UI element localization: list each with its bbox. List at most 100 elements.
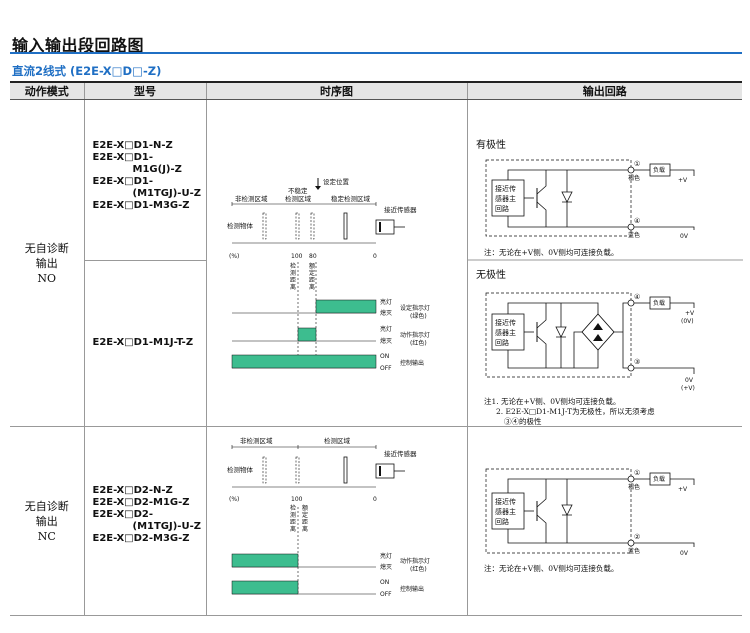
control-output-label: 控制输出 [400,585,424,593]
blue-label: 蓝色 [628,231,640,239]
output-off-label: OFF [380,591,392,598]
title-rule [10,52,742,54]
mode-line: NO [37,272,57,285]
model-line: E2E-X□D1-M3G-Z [92,200,190,211]
mode-line: 输出 [35,515,58,528]
nonpolar-circuit-box [485,292,631,378]
set-indicator-color: (绿色) [410,312,427,320]
page-title: 输入输出段回路图 [12,36,145,55]
action-indicator-color: (红色) [410,339,427,347]
detect-zone-label: 检测区域 [324,436,351,445]
model-line: E2E-X□D2-N-Z [92,485,173,496]
nonpolar-note-3: ③④的极性 [504,416,542,426]
light-off-label: 熄灭 [380,563,392,571]
sensor-text: 接近传 [495,184,516,193]
model-line: E2E-X□D1- [92,152,154,163]
nonpolar-title: 无极性 [476,268,506,281]
detect-distance-vertical: 检测距离 [290,262,296,291]
target-label: 检测物体 [227,465,254,474]
action-indicator-signal [297,327,316,342]
header-timing: 时序图 [205,81,467,100]
model-line: E2E-X□D1- [92,176,154,187]
sensor-text: 回路 [495,204,509,213]
polar-note: 注：无论在+V侧、0V侧均可连接负载。 [484,247,618,257]
table-row: 无自诊断 输出 NO E2E-X□D1-N-Z E2E-X□D1- M1G(J)… [10,99,743,427]
target-position [262,212,266,240]
sensor-label: 接近传感器 [384,205,417,214]
pin-label: ③ [634,358,640,366]
header-model: 型号 [83,81,206,100]
light-on-label: 亮灯 [380,325,392,333]
model-line: E2E-X□D2-M3G-Z [92,533,190,544]
tick-label: 0 [373,253,377,260]
mode-line: 输出 [35,257,58,270]
tick-label: 100 [291,253,303,260]
nonpolar-note-1: 注1. 无论在+V侧、0V侧均可连接负载。 [484,396,620,406]
target-position [310,212,314,240]
header-mode: 动作模式 [10,81,84,100]
load-label: 负载 [653,299,665,307]
zener-diode-symbol [560,170,573,227]
tick-label: 100 [291,496,303,503]
pin-label: ① [634,469,640,477]
plus-v-label: +V [678,177,688,184]
control-output-signal [231,580,298,595]
bottom-v-label: 0V [685,377,694,384]
sensor-icon [375,219,394,235]
circuit-cell-no: 有极性 接近传 感器主 回路 ① ④ 褐色 [466,99,743,427]
rated-distance-vertical: 额定距离 [309,262,315,291]
action-indicator-color: (红色) [410,565,427,573]
polar-title: 有极性 [476,138,506,151]
sensor-text: 感器主 [495,328,516,337]
model-cell: E2E-X□D1-N-Z E2E-X□D1- M1G(J)-Z E2E-X□D1… [83,99,206,427]
load-label: 负载 [653,166,665,174]
header-circuit: 输出回路 [466,81,742,100]
target-position [295,456,299,484]
sensor-label: 接近传感器 [384,449,417,458]
detect-distance-vertical: 检测距离 [290,504,296,533]
rated-distance-vertical: 额定距离 [302,504,308,533]
pin-label: ② [634,533,640,541]
plus-v-label: +V [678,486,688,493]
brown-label: 褐色 [628,483,640,491]
sensor-text: 回路 [495,338,509,347]
transistor-symbol [536,479,546,543]
action-indicator-label: 动作指示灯 [400,557,430,565]
top-v-label: +V [685,310,695,317]
circuit-cell-nc: 接近传 感器主 回路 ① ② 褐色 蓝色 [466,426,742,616]
sensor-text: 接近传 [495,497,516,506]
brown-label: 褐色 [628,174,640,182]
model-line: M1G(J)-Z [132,164,182,175]
sensor-text: 接近传 [495,318,516,327]
zener-diode-symbol [554,303,567,368]
control-output-signal [231,354,376,369]
mode-cell: 无自诊断 输出 NO [10,99,84,427]
tick-label: 80 [309,253,317,260]
model-line: E2E-X□D1-M1J-T-Z [92,337,194,348]
model-cell: E2E-X□D2-N-Z E2E-X□D2-M1G-Z E2E-X□D2- (M… [83,426,206,616]
nc-sensor-block [491,492,524,530]
model-line: E2E-X□D2- [92,509,154,520]
unstable-zone-label: 检测区域 [285,194,312,203]
target-position [343,456,347,484]
set-indicator-label: 设定指示灯 [400,304,430,312]
light-on-label: 亮灯 [380,298,392,306]
table-row: 无自诊断 输出 NC E2E-X□D2-N-Z E2E-X□D2-M1G-Z E… [10,426,742,616]
model-line: E2E-X□D1-N-Z [92,140,173,151]
mode-cell: 无自诊断 输出 NC [10,426,84,616]
set-position-arrowhead [314,186,321,190]
nc-note: 注：无论在+V侧、0V侧均可连接负载。 [484,563,618,573]
output-off-label: OFF [380,365,392,372]
target-position [295,212,299,240]
blue-label: 蓝色 [628,547,640,555]
model-line: (M1TGJ)-U-Z [132,521,201,532]
model-line: (M1TGJ)-U-Z [132,188,201,199]
timing-chart-no: 设定位置 不稳定 检测区域 非检测区域 稳定检测区域 检测物体 [227,177,430,372]
bridge-rectifier-icon [580,313,615,351]
action-indicator-signal [231,553,298,568]
unstable-zone-label: 不稳定 [288,186,308,195]
sensor-text: 感器主 [495,194,516,203]
nonpolar-note-2: 2. E2E-X□D1-M1J-T为无极性，所以无须考虑 [496,406,655,416]
pin-label: ① [634,160,640,168]
mode-line: 无自诊断 [24,242,69,255]
